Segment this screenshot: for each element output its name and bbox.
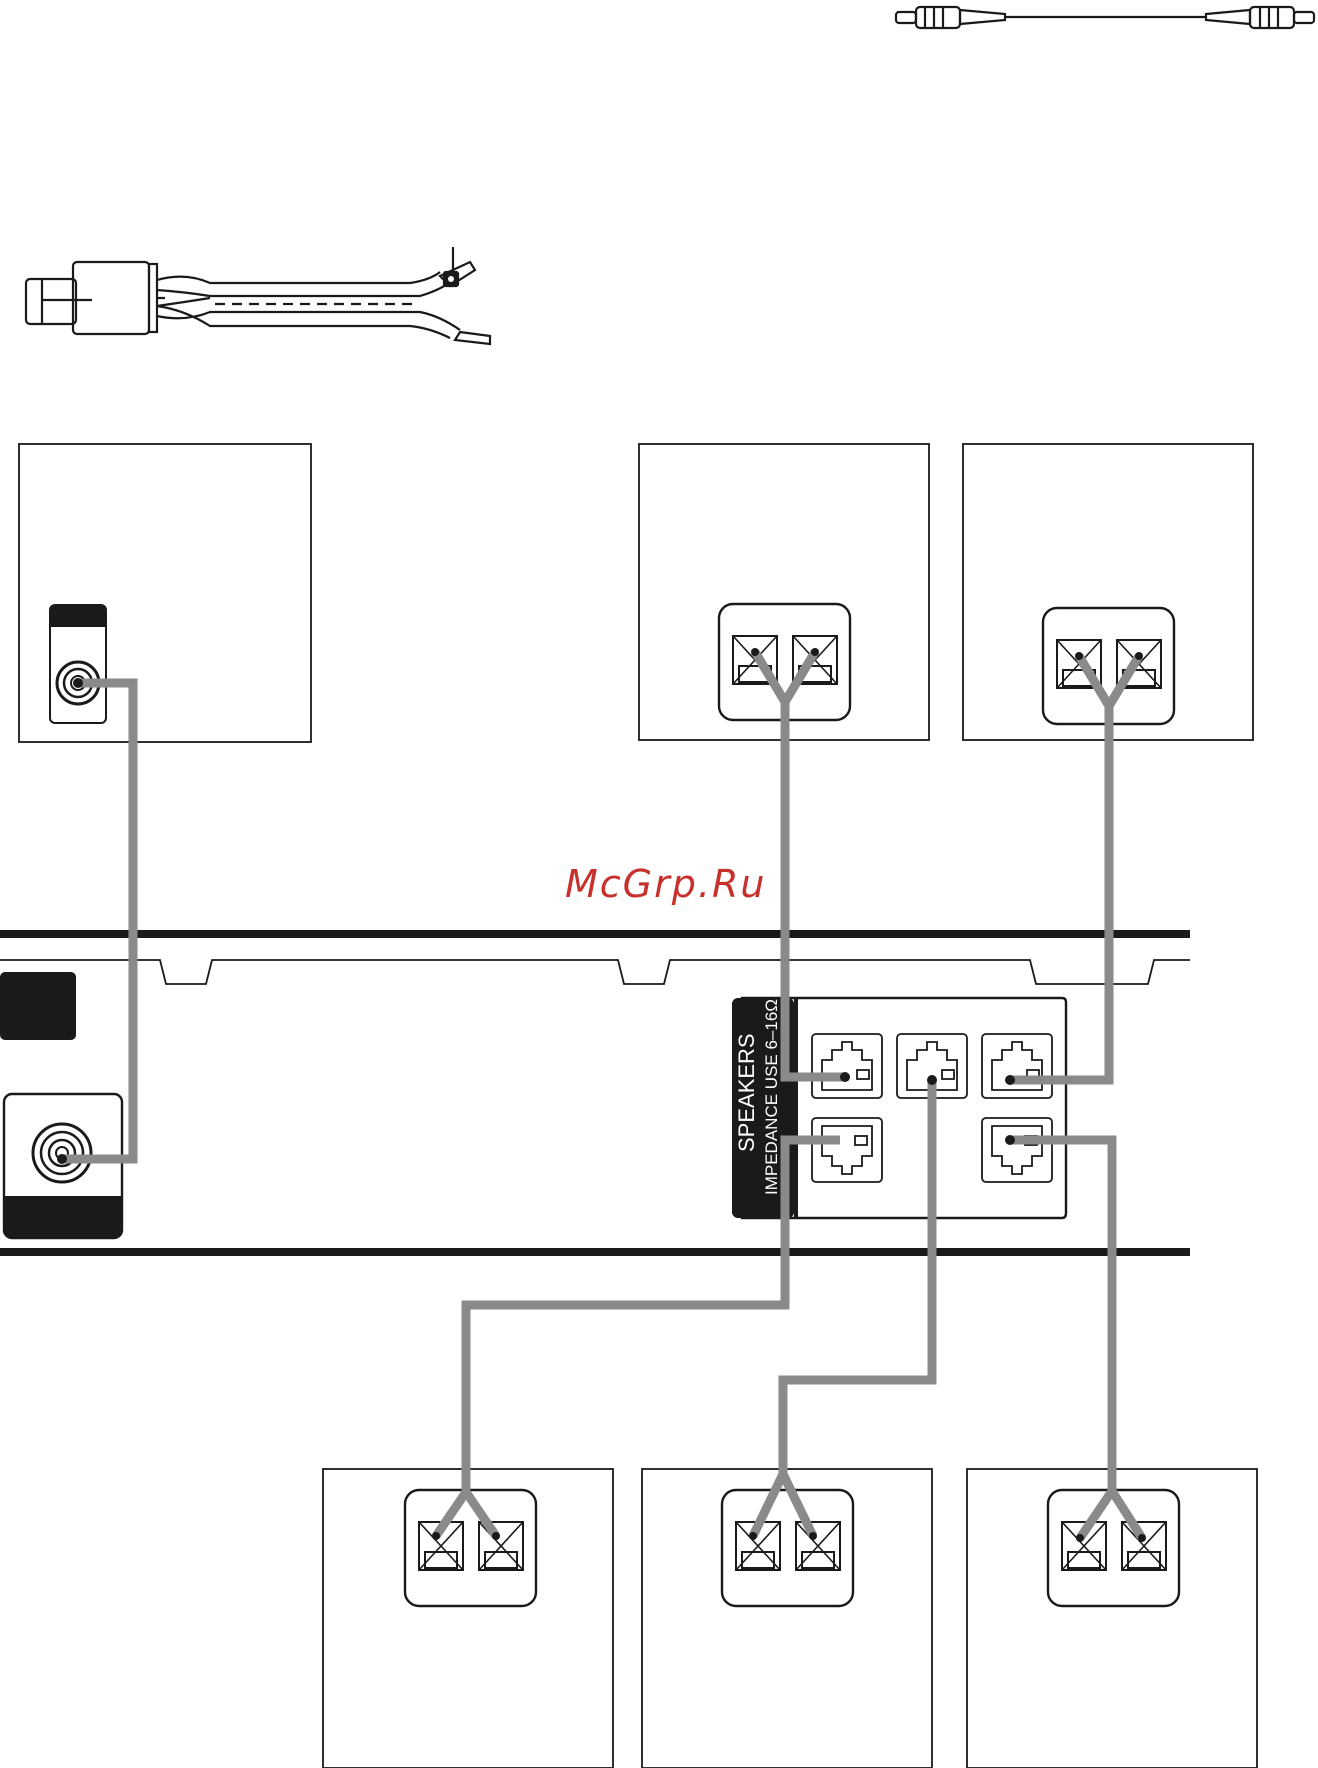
subwoofer-box bbox=[19, 444, 311, 742]
rca-jack-icon bbox=[50, 605, 106, 723]
spring-terminal-icon bbox=[405, 1490, 536, 1606]
speaker-cord-icon bbox=[26, 247, 490, 344]
speakers-label: SPEAKERS bbox=[734, 1033, 759, 1152]
spring-terminal-icon bbox=[722, 1490, 853, 1606]
wire-subwoofer bbox=[62, 683, 133, 1159]
receiver-rear-panel: SPEAKERS IMPEDANCE USE 6–16Ω bbox=[0, 930, 1190, 1256]
speaker-box-center bbox=[642, 1469, 932, 1768]
output-jack-icon bbox=[4, 1094, 122, 1238]
watermark: McGrp.Ru bbox=[565, 862, 766, 906]
impedance-label: IMPEDANCE USE 6–16Ω bbox=[762, 999, 781, 1195]
spring-terminal-icon bbox=[1048, 1490, 1179, 1606]
speaker-box-surround-left bbox=[323, 1469, 613, 1768]
rca-cable-icon bbox=[896, 7, 1314, 28]
speaker-box-surround-right bbox=[967, 1469, 1257, 1768]
